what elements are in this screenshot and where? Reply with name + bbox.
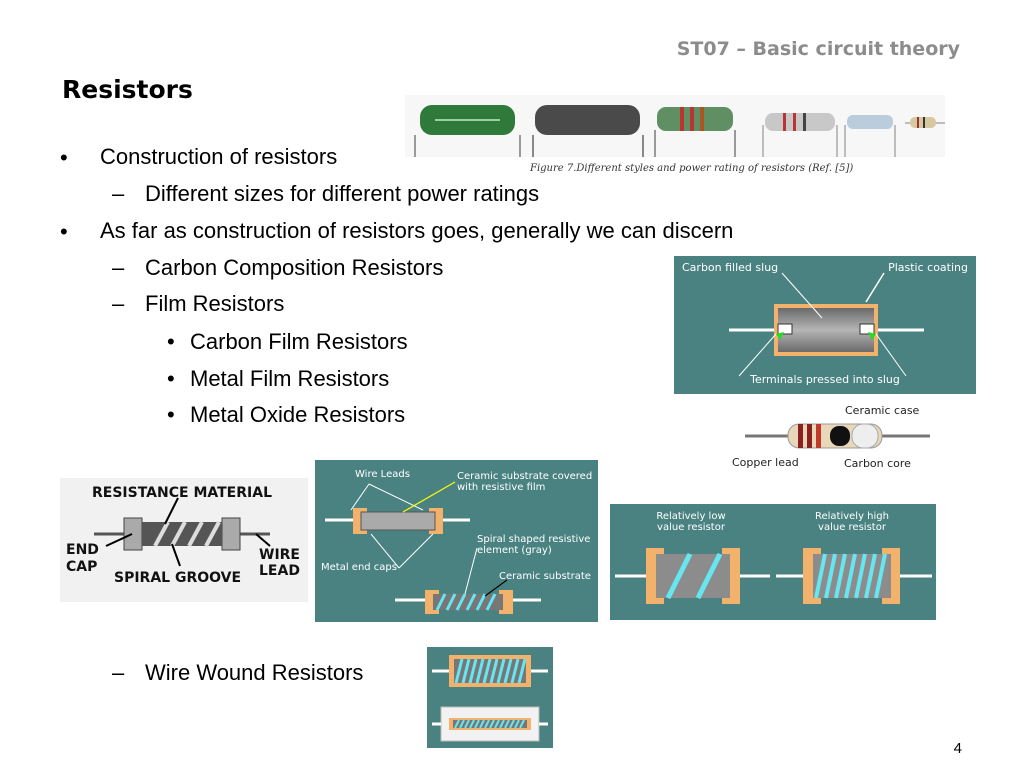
label-end-2: CAP (66, 559, 97, 575)
label-wire-1: WIRE (259, 547, 300, 563)
photo-caption: Figure 7.Different styles and power rati… (530, 163, 854, 174)
spiral-groove-diagram: RESISTANCE MATERIAL END CAP SPIRAL GROOV… (60, 478, 308, 602)
film-resistor-diagram: Wire Leads Ceramic substrate covered wit… (315, 460, 598, 622)
bullet-marker: • (60, 219, 68, 244)
bullet-construction: Construction of resistors (100, 144, 338, 169)
bullet-discern: As far as construction of resistors goes… (100, 218, 734, 243)
dash-marker: – (112, 181, 125, 206)
item-metal-oxide: Metal Oxide Resistors (190, 402, 406, 427)
label-low-2: value resistor (657, 522, 726, 533)
label-wire-2: LEAD (259, 563, 300, 579)
label-ceramic-substrate: Ceramic substrate (499, 571, 591, 582)
wire-wound-diagram (427, 647, 553, 748)
label-resistance-material: RESISTANCE MATERIAL (92, 485, 272, 501)
dash-marker: – (112, 660, 125, 685)
label-spiral-1: Spiral shaped resistive (477, 534, 590, 545)
sub-bullet-sizes: Different sizes for different power rati… (145, 181, 540, 206)
label-plastic-coating: Plastic coating (888, 261, 968, 274)
page-number: 4 (953, 740, 962, 757)
slide-title: Resistors (62, 75, 193, 104)
resistor-photo (405, 95, 945, 157)
label-carbon-slug: Carbon filled slug (682, 261, 778, 274)
label-end-1: END (66, 542, 99, 558)
bullet-marker: • (167, 329, 175, 354)
label-copper-lead: Copper lead (732, 456, 799, 469)
value-comparison-diagram: Relatively low value resistor Relatively… (610, 504, 936, 620)
dash-marker: – (112, 291, 125, 316)
item-carbon-film: Carbon Film Resistors (190, 329, 408, 354)
label-end-caps: Metal end caps (321, 562, 397, 573)
label-carbon-core: Carbon core (844, 457, 911, 470)
label-wire-leads: Wire Leads (355, 469, 410, 480)
bullet-marker: • (60, 145, 68, 170)
label-substrate-covered-2: with resistive film (457, 482, 545, 493)
label-substrate-covered-1: Ceramic substrate covered (457, 471, 592, 482)
bullet-marker: • (167, 402, 175, 427)
label-low-1: Relatively low (656, 511, 725, 522)
sub-bullet-film: Film Resistors (145, 291, 285, 316)
bullet-marker: • (167, 366, 175, 391)
label-high-2: value resistor (818, 522, 887, 533)
course-header: ST07 – Basic circuit theory (676, 38, 960, 60)
label-spiral-groove: SPIRAL GROOVE (114, 570, 241, 586)
item-metal-film: Metal Film Resistors (190, 366, 390, 391)
label-high-1: Relatively high (815, 511, 889, 522)
carbon-composition-diagram: Carbon filled slug Plastic coating Termi… (674, 256, 976, 394)
sub-bullet-wire-wound: Wire Wound Resistors (145, 660, 364, 685)
label-terminals: Terminals pressed into slug (749, 373, 900, 386)
label-ceramic-case: Ceramic case (845, 404, 920, 417)
carbon-cutaway-diagram: Ceramic case Copper lead Carbon core (680, 398, 980, 478)
label-spiral-2: element (gray) (477, 545, 552, 556)
sub-bullet-carbon-composition: Carbon Composition Resistors (145, 255, 444, 280)
dash-marker: – (112, 255, 125, 280)
